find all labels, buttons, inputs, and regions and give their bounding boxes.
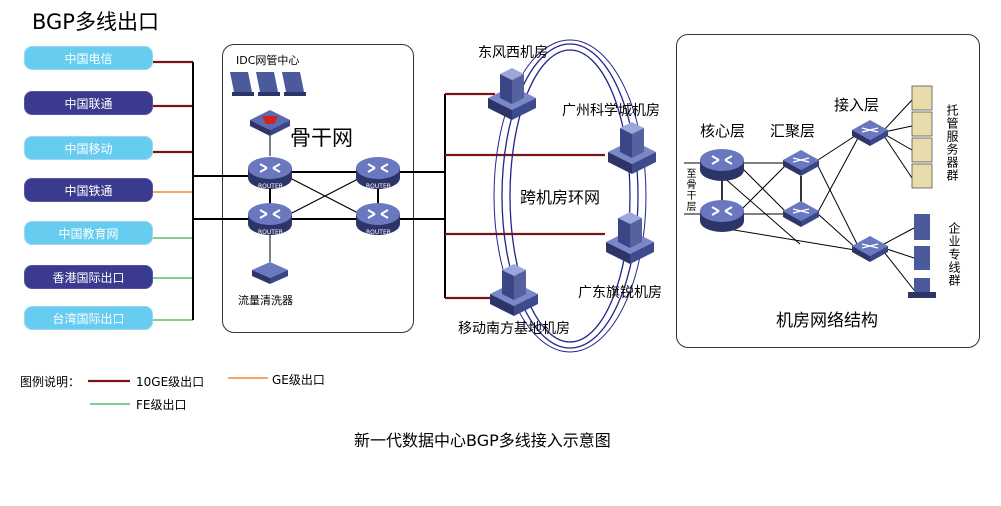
core-router-icon [699,148,745,182]
router-tag: ROUTER [366,229,391,236]
aggregation-layer-label: 汇聚层 [770,122,816,140]
site-guangzhou: 广州科学城机房 [562,103,660,119]
backbone-title: 骨干网 [290,126,353,150]
site-guangdong: 广东旗锐机房 [578,285,662,301]
ring-label: 跨机房环网 [520,188,601,207]
router-tag: ROUTER [258,183,283,190]
server-icon [911,85,933,189]
carrier-edu: 中国教育网 [24,221,153,245]
to-backbone-label: 至骨干层 [684,168,695,212]
site-yidong: 移动南方基地机房 [458,321,570,337]
monitor-icon [230,72,306,96]
diagram-caption: 新一代数据中心BGP多线接入示意图 [354,431,611,450]
carrier-hongkong: 香港国际出口 [24,265,153,289]
enterprise-terminal-icon [908,214,936,298]
legend-item-ge: GE级出口 [272,373,325,387]
site-dongfengxi: 东风西机房 [478,45,548,61]
aggregation-switch-icon [782,200,820,228]
aggregation-switch-icon [782,149,820,177]
carrier-taiwan: 台湾国际出口 [24,306,153,330]
backbone-box [222,44,414,333]
carrier-telecom: 中国电信 [24,46,153,70]
core-router-icon [699,199,745,233]
enterprise-label: 企业专线群 [947,222,961,287]
access-layer-label: 接入层 [834,96,880,114]
hosting-label: 托管服务器群 [945,104,959,182]
carrier-unicom: 中国联通 [24,91,153,115]
firewall-icon [250,110,290,136]
carrier-tietong: 中国铁通 [24,178,153,202]
legend-item-10ge: 10GE级出口 [136,375,205,389]
traffic-cleaner-icon [252,262,288,284]
access-switch-icon [851,119,889,147]
idc-label: IDC网管中心 [236,54,300,67]
datacenter-title: 机房网络结构 [776,311,878,331]
legend-item-fe: FE级出口 [136,398,187,412]
router-tag: ROUTER [258,229,283,236]
legend-label: 图例说明： [20,375,81,389]
page-title: BGP多线出口 [32,10,159,34]
carrier-mobile: 中国移动 [24,136,153,160]
core-layer-label: 核心层 [700,122,746,140]
access-switch-icon [851,235,889,263]
datacenter-box [676,34,980,348]
cleaner-label: 流量清洗器 [238,294,293,307]
router-tag: ROUTER [366,183,391,190]
